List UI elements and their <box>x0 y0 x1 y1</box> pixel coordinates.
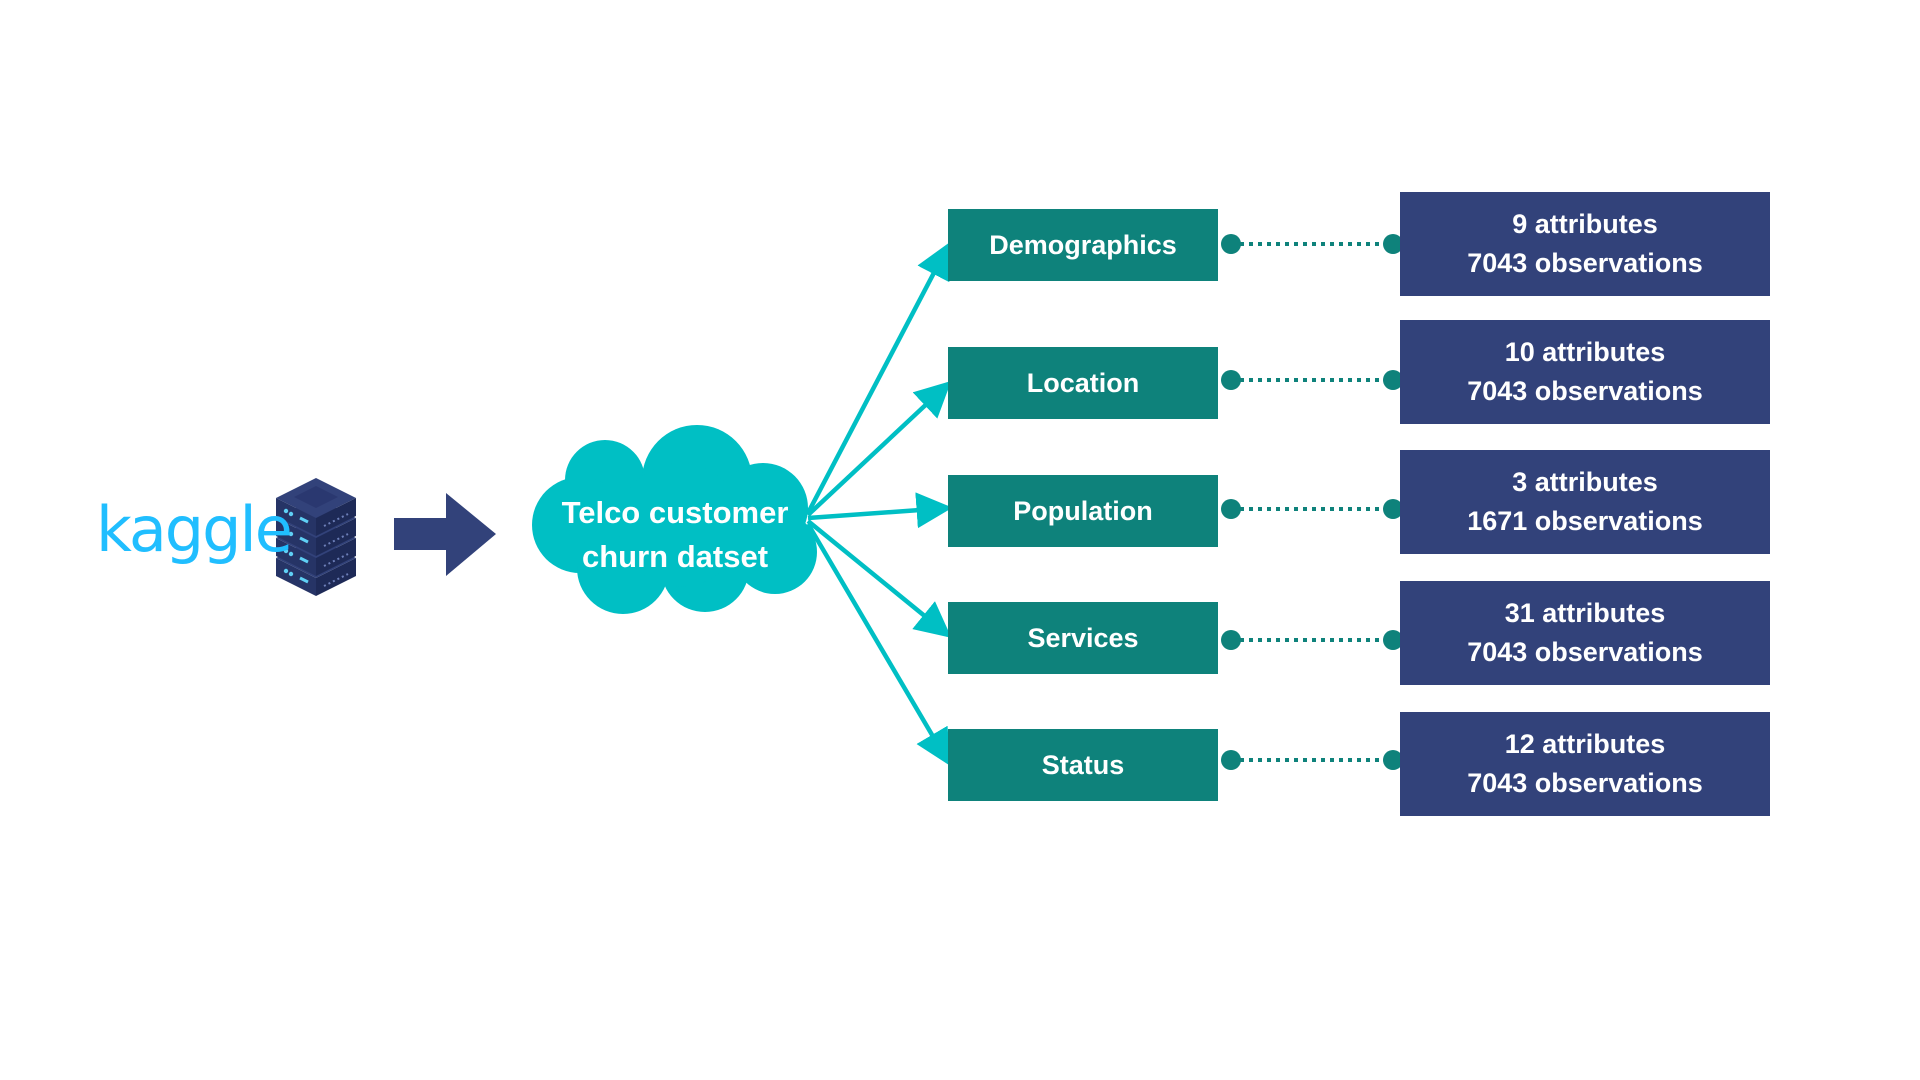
attributes-count: 31 attributes <box>1504 598 1666 628</box>
info-status: 12 attributes 7043 observations <box>1400 712 1770 816</box>
dataset-title-line1: Telco customer <box>561 495 789 530</box>
arrow-status <box>806 522 951 766</box>
info-population: 3 attributes 1671 observations <box>1400 450 1770 554</box>
dataset-title: Telco customer churn datset <box>540 480 810 590</box>
dataset-title-line2: churn datset <box>581 539 769 574</box>
category-status: Status <box>948 729 1218 801</box>
connectors <box>1221 234 1403 770</box>
kaggle-logo: kaggle <box>96 493 293 566</box>
attributes-count: 9 attributes <box>1512 209 1658 239</box>
right-arrow-icon <box>394 493 496 576</box>
server-stack-icon <box>276 478 356 596</box>
category-population: Population <box>948 475 1218 547</box>
observations-count: 7043 observations <box>1467 768 1703 798</box>
arrow-services <box>806 519 952 638</box>
category-location: Location <box>948 347 1218 419</box>
observations-count: 7043 observations <box>1467 248 1703 278</box>
attributes-count: 10 attributes <box>1504 337 1666 367</box>
category-arrows <box>806 242 953 766</box>
info-services: 31 attributes 7043 observations <box>1400 581 1770 685</box>
attributes-count: 3 attributes <box>1512 467 1658 497</box>
observations-count: 7043 observations <box>1467 637 1703 667</box>
arrow-population <box>807 492 953 529</box>
info-demographics: 9 attributes 7043 observations <box>1400 192 1770 296</box>
connector-status <box>1221 750 1403 770</box>
category-services: Services <box>948 602 1218 674</box>
category-demographics: Demographics <box>948 209 1218 281</box>
connector-demographics <box>1221 234 1403 254</box>
arrow-demographics <box>806 242 951 515</box>
connector-population <box>1221 499 1403 519</box>
observations-count: 7043 observations <box>1467 376 1703 406</box>
dataset-cloud <box>532 425 817 614</box>
attributes-count: 12 attributes <box>1504 729 1666 759</box>
info-location: 10 attributes 7043 observations <box>1400 320 1770 424</box>
connector-services <box>1221 630 1403 650</box>
observations-count: 1671 observations <box>1467 506 1703 536</box>
arrow-location <box>806 380 952 517</box>
connector-location <box>1221 370 1403 390</box>
